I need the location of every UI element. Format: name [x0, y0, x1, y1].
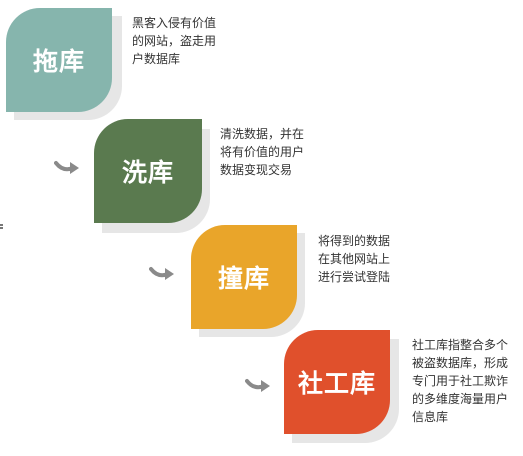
step-2-title: 洗库	[121, 158, 174, 187]
step-2-desc-line: 清洗数据，并在	[220, 127, 305, 141]
step-4-description: 社工库指整合多个 被盗数据库，形成 专门用于社工欺诈 的多维度海量用户 信息库	[412, 336, 523, 426]
step-3-desc-line: 在其他网站上	[318, 252, 391, 266]
step-3-description: 将得到的数据 在其他网站上 进行尝试登陆	[318, 232, 408, 286]
edge-mark	[0, 224, 3, 229]
step-1-description: 黑客入侵有价值 的网站，盗走用 户数据库	[132, 14, 242, 68]
step-3-desc-line: 将得到的数据	[318, 234, 391, 248]
step-4-desc-line: 被盗数据库，形成	[412, 356, 509, 370]
step-3-desc-line: 进行尝试登陆	[318, 270, 391, 284]
curved-arrow-icon	[245, 379, 270, 392]
step-4-title: 社工库	[297, 369, 376, 398]
step-2-desc-line: 数据变现交易	[220, 163, 293, 177]
step-4-desc-line: 专门用于社工欺诈	[412, 374, 509, 388]
step-4-desc-line: 的多维度海量用户	[412, 392, 509, 406]
step-2-box: 洗库	[94, 119, 202, 223]
curved-arrow-icon	[149, 267, 174, 280]
step-4-desc-line: 社工库指整合多个	[412, 338, 509, 352]
step-1-title: 拖库	[32, 47, 85, 76]
step-3-box: 撞库	[191, 225, 297, 329]
step-2-desc-line: 将有价值的用户	[220, 145, 305, 159]
step-3-title: 撞库	[217, 264, 270, 293]
step-1-box: 拖库	[6, 8, 112, 112]
step-2-description: 清洗数据，并在 将有价值的用户 数据变现交易	[220, 125, 330, 179]
step-1-desc-line: 户数据库	[132, 52, 181, 66]
step-1-desc-line: 的网站，盗走用	[132, 34, 217, 48]
step-1-desc-line: 黑客入侵有价值	[132, 16, 217, 30]
step-4-desc-line: 信息库	[412, 410, 449, 424]
curved-arrow-icon	[54, 161, 79, 174]
step-4-box: 社工库	[284, 330, 390, 434]
